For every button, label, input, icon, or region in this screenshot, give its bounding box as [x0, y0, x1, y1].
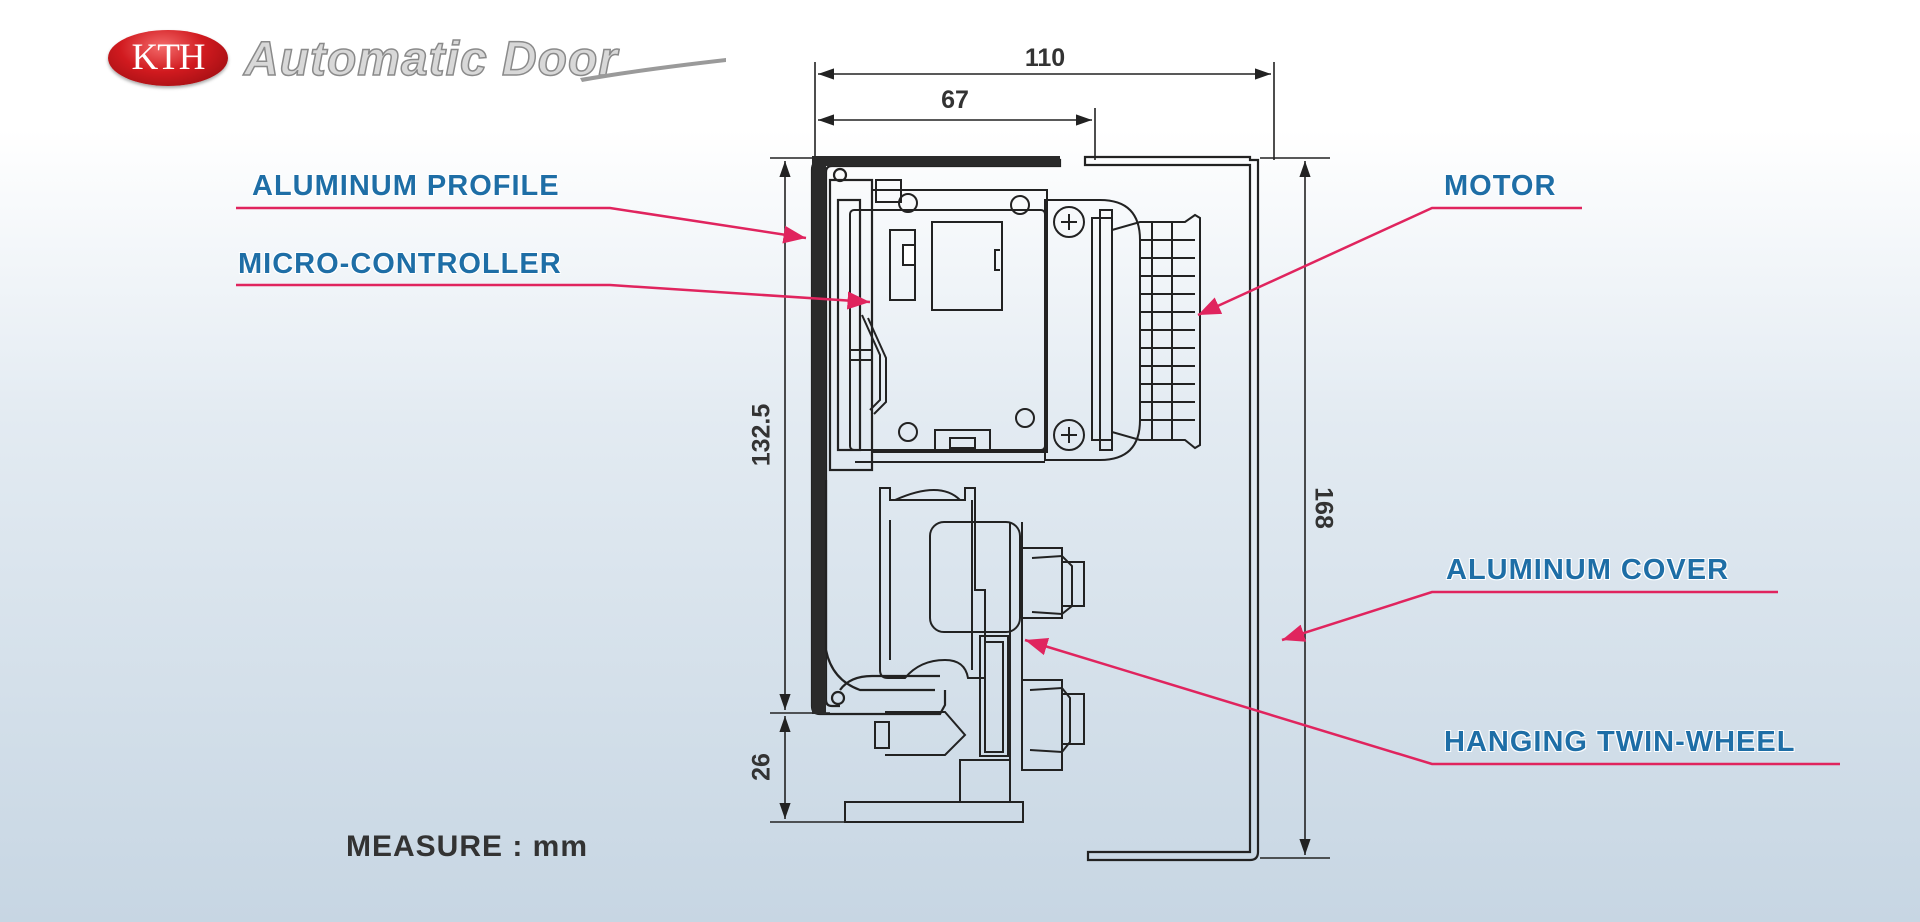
- micro-controller-box: [849, 179, 1048, 463]
- automatic-door-wordmark: Automatic Door: [243, 32, 618, 87]
- dimension-width-total: 110: [1024, 44, 1066, 72]
- label-aluminum-cover: ALUMINUM COVER: [1446, 554, 1730, 586]
- measure-unit-note: MEASURE : mm: [346, 830, 589, 863]
- label-hanging-twin-wheel: HANGING TWIN-WHEEL: [1444, 726, 1796, 758]
- kth-logo-mark: KTH: [108, 30, 228, 86]
- dimension-height-bottom: 26: [747, 753, 776, 781]
- logo-swoosh-icon: [580, 58, 726, 82]
- label-aluminum-profile: ALUMINUM PROFILE: [252, 170, 560, 202]
- label-motor: MOTOR: [1444, 170, 1557, 202]
- motor-assembly: [1044, 199, 1201, 461]
- kth-logo: KTH Automatic Door: [108, 28, 726, 98]
- label-micro-controller: MICRO-CONTROLLER: [238, 248, 562, 280]
- twin-wheel-assembly: [844, 487, 1085, 823]
- dimension-height-profile: 132.5: [747, 403, 776, 467]
- leader-lines: [236, 206, 1840, 766]
- dimension-width-partial: 67: [941, 86, 969, 114]
- dimension-height-total: 168: [1309, 487, 1338, 529]
- aluminum-cover-outline: [1083, 155, 1260, 862]
